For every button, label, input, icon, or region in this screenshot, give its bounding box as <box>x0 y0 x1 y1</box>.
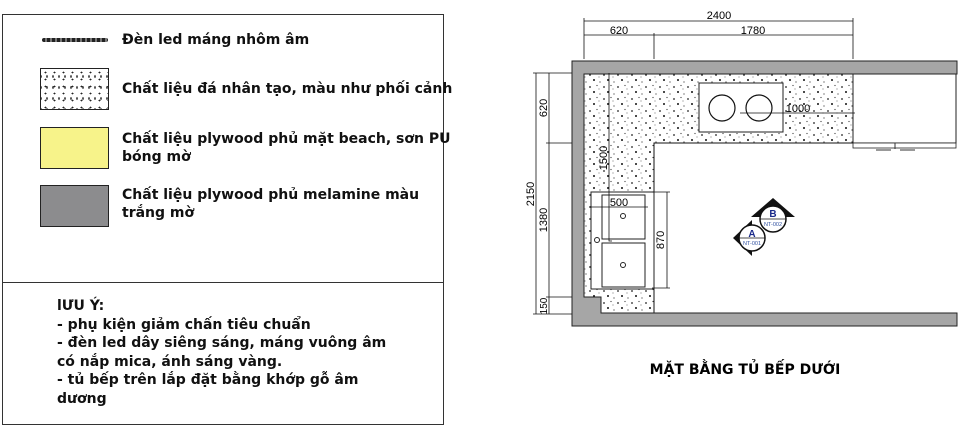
dim-hob-1000: 1000 <box>786 103 810 115</box>
section-marker-b[interactable]: B NT-002 <box>751 198 795 233</box>
led-strip-line-icon <box>42 38 108 42</box>
dim-sink-width: 500 <box>610 197 628 209</box>
marker-letter: A <box>748 229 755 240</box>
plan-title: MẶT BẰNG TỦ BẾP DƯỚI <box>649 362 841 378</box>
dim-height-mid: 1380 <box>538 208 550 232</box>
section-marker-a[interactable]: A NT-001 <box>733 220 766 256</box>
legend-label-plywood-beach: Chất liệu plywood phủ mặt beach, sơn PU … <box>122 130 450 166</box>
note-line: dương <box>57 390 107 407</box>
dim-height-top: 620 <box>538 99 550 117</box>
dim-width-left: 620 <box>610 25 628 37</box>
dim-total-width: 2400 <box>707 10 731 22</box>
note-line: - phụ kiện giảm chấn tiêu chuẩn <box>57 316 311 333</box>
legend-label-led: Đèn led máng nhôm âm <box>122 32 310 48</box>
notes-heading: lƯU Ý: <box>57 298 105 314</box>
speckled-stone-swatch <box>40 68 109 110</box>
cooktop <box>698 82 784 133</box>
dim-run-1500: 1500 <box>598 146 610 170</box>
dim-total-height: 2150 <box>525 182 537 206</box>
wall <box>571 60 958 327</box>
dim-sink-length: 870 <box>655 231 667 249</box>
yellow-swatch <box>40 127 109 169</box>
gray-swatch <box>40 185 109 227</box>
legend-label-line: bóng mờ <box>122 149 191 165</box>
legend-label-line: Chất liệu plywood phủ melamine màu <box>122 187 420 203</box>
note-line: - đèn led dây siêng sáng, máng vuông âm <box>57 335 387 351</box>
notes: lƯU Ý: - phụ kiện giảm chấn tiêu chuẩn -… <box>57 297 386 408</box>
dim-height-bottom: 150 <box>539 297 550 314</box>
marker-ref: NT-002 <box>764 222 782 228</box>
note-line: có nắp mica, ánh sáng vàng. <box>57 353 283 370</box>
right-cabinet <box>852 73 957 144</box>
legend-label-line: Chất liệu plywood phủ mặt beach, sơn PU <box>122 131 451 147</box>
dim-width-right: 1780 <box>741 25 765 37</box>
notes-box <box>2 282 444 425</box>
legend-label-stone: Chất liệu đá nhân tạo, màu như phối cảnh <box>122 81 453 97</box>
marker-letter: B <box>769 209 776 220</box>
marker-ref: NT-001 <box>743 241 761 247</box>
legend-label-line: trắng mờ <box>122 205 195 221</box>
legend-box <box>2 14 444 283</box>
burner <box>708 94 736 122</box>
burner <box>745 94 773 122</box>
note-line: - tủ bếp trên lắp đặt bằng khớp gỗ âm <box>57 372 359 388</box>
legend-label-melamine: Chất liệu plywood phủ melamine màu trắng… <box>122 186 419 222</box>
